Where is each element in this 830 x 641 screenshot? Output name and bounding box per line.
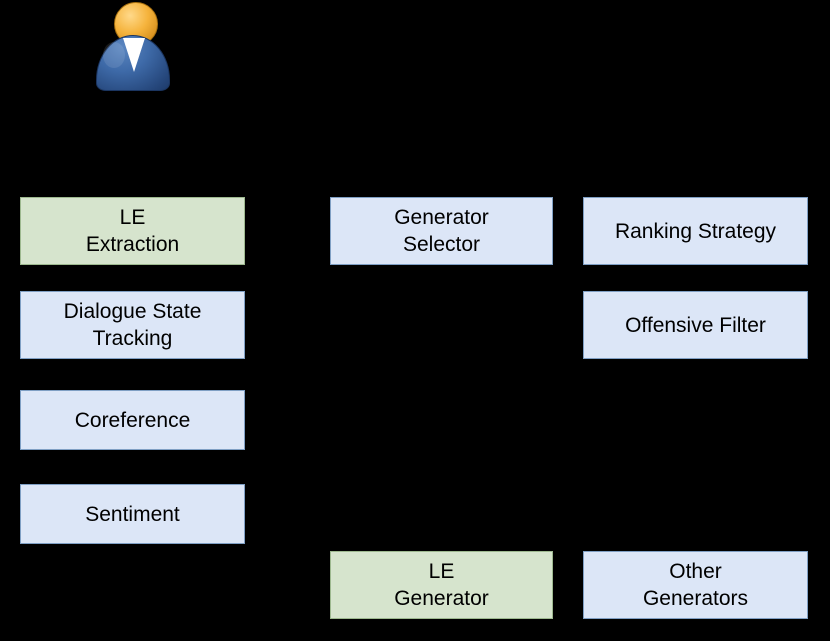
user-avatar [96, 2, 170, 94]
node-le-extraction[interactable]: LE Extraction [20, 197, 245, 265]
node-sentiment[interactable]: Sentiment [20, 484, 245, 544]
node-le-generator[interactable]: LE Generator [330, 551, 553, 619]
avatar-body-highlight [103, 42, 125, 68]
node-other-generators[interactable]: Other Generators [583, 551, 808, 619]
node-ranking-strategy[interactable]: Ranking Strategy [583, 197, 808, 265]
avatar-collar [123, 38, 145, 72]
node-dialogue-state-tracking[interactable]: Dialogue State Tracking [20, 291, 245, 359]
node-coreference[interactable]: Coreference [20, 390, 245, 450]
node-generator-selector[interactable]: Generator Selector [330, 197, 553, 265]
node-offensive-filter[interactable]: Offensive Filter [583, 291, 808, 359]
